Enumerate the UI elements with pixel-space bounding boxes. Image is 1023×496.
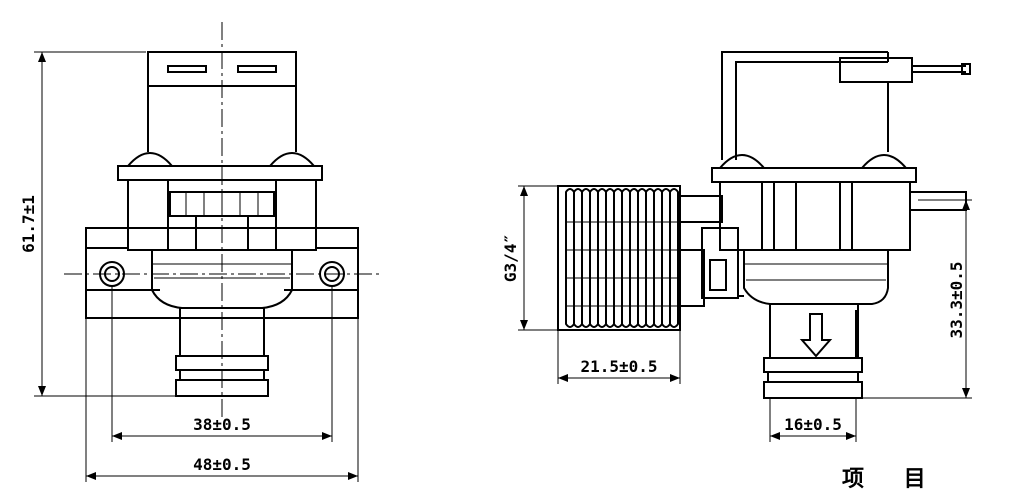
front-outlet-nozzle [175, 307, 269, 397]
dim-mount-hole-spacing-label: 38±0.5 [193, 415, 251, 434]
dim-outlet-diameter: 16±0.5 [769, 398, 857, 442]
dim-height-overall: 61.7±1 [19, 51, 176, 397]
dim-body-width: 48±0.5 [85, 318, 359, 482]
side-wire-bracket [721, 51, 889, 160]
side-inlet-tube [909, 191, 967, 211]
side-outlet-nozzle [763, 303, 863, 399]
front-screw-heads [125, 152, 317, 167]
side-view: G3/4″ 21.5±0.5 33.3±0.5 16±0. [501, 51, 972, 442]
dim-outlet-height: 33.3±0.5 [862, 199, 972, 399]
dim-thread-length-label: 21.5±0.5 [580, 357, 657, 376]
caption: 项 目 [842, 467, 942, 492]
dim-height-overall-label: 61.7±1 [19, 195, 38, 253]
dim-thread: G3/4″ [501, 185, 566, 331]
dim-thread-length: 21.5±0.5 [557, 306, 681, 384]
side-screw-heads [717, 154, 909, 169]
flow-arrow-icon [799, 313, 833, 358]
thread-ridge [669, 188, 679, 328]
side-valve-body [743, 249, 889, 305]
dim-body-width-label: 48±0.5 [193, 455, 251, 474]
side-terminal-connector [839, 57, 971, 152]
front-view: 61.7±1 38±0.5 48±0.5 [19, 22, 382, 482]
side-coil-body [719, 181, 911, 251]
dim-outlet-diameter-label: 16±0.5 [784, 415, 842, 434]
dim-mount-hole-spacing: 38±0.5 [111, 286, 333, 442]
front-coil-body [127, 179, 317, 251]
front-connector [147, 51, 297, 152]
side-threaded-inlet [557, 185, 681, 331]
dim-thread-label: G3/4″ [501, 234, 520, 282]
dim-outlet-height-label: 33.3±0.5 [947, 261, 966, 338]
